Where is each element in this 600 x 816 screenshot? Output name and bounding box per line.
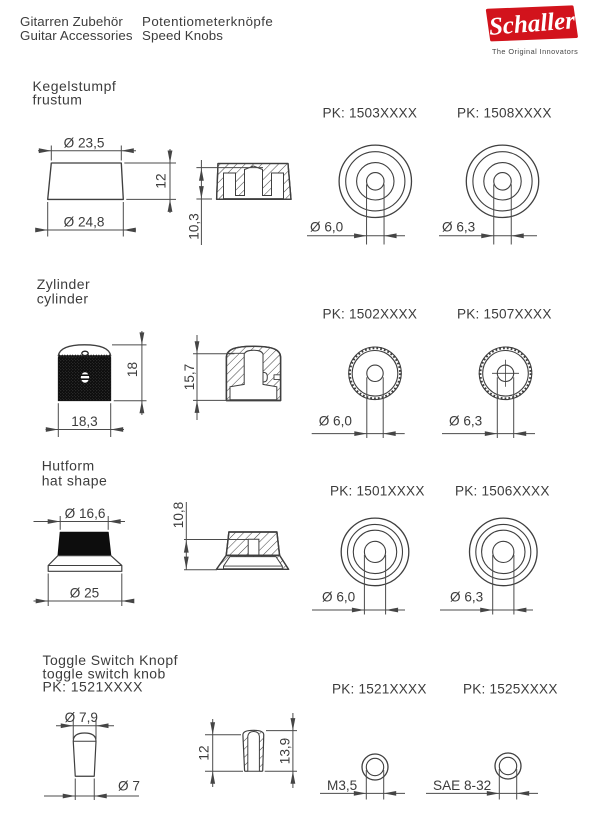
svg-text:Ø 24,8: Ø 24,8 [64,215,105,230]
svg-text:M3,5: M3,5 [327,778,357,793]
svg-text:Guitar Accessories: Guitar Accessories [20,28,133,43]
svg-text:PK: 1521XXXX: PK: 1521XXXX [43,679,144,695]
svg-text:PK: 1525XXXX: PK: 1525XXXX [463,682,558,697]
svg-text:Ø 23,5: Ø 23,5 [64,136,105,151]
svg-text:Ø 6,3: Ø 6,3 [450,590,483,605]
svg-text:Kegelstumpf: Kegelstumpf [33,78,117,94]
svg-text:toggle switch knob: toggle switch knob [43,666,166,682]
svg-text:Toggle Switch Knopf: Toggle Switch Knopf [43,652,178,668]
svg-text:Potentiometerknöpfe: Potentiometerknöpfe [142,14,273,29]
svg-text:12: 12 [154,173,169,188]
svg-text:Ø 6,3: Ø 6,3 [442,220,475,235]
svg-text:Zylinder: Zylinder [37,276,90,292]
svg-text:SAE 8-32: SAE 8-32 [433,778,491,793]
svg-text:PK: 1501XXXX: PK: 1501XXXX [330,484,425,499]
svg-text:frustum: frustum [33,92,83,108]
svg-text:PK: 1521XXXX: PK: 1521XXXX [332,682,427,697]
svg-text:PK: 1507XXXX: PK: 1507XXXX [457,307,552,322]
svg-text:Ø 16,6: Ø 16,6 [65,506,106,521]
svg-text:The Original Innovators: The Original Innovators [492,47,578,56]
svg-text:Ø 6,0: Ø 6,0 [322,590,356,605]
svg-text:10,8: 10,8 [171,502,186,528]
svg-text:Gitarren Zubehör: Gitarren Zubehör [20,14,123,29]
svg-text:13,9: 13,9 [278,738,293,764]
svg-text:Ø 7,9: Ø 7,9 [65,710,98,725]
svg-text:Ø 7: Ø 7 [118,779,140,794]
svg-text:Ø 25: Ø 25 [70,586,99,601]
svg-text:cylinder: cylinder [37,291,89,307]
svg-text:18: 18 [125,362,140,377]
svg-text:PK: 1506XXXX: PK: 1506XXXX [455,484,550,499]
svg-text:PK: 1508XXXX: PK: 1508XXXX [457,106,552,121]
svg-text:hat shape: hat shape [42,473,108,489]
svg-text:Hutform: Hutform [42,458,95,474]
svg-text:Speed Knobs: Speed Knobs [142,28,223,43]
svg-text:Ø 6,0: Ø 6,0 [310,220,344,235]
svg-text:12: 12 [197,745,212,760]
svg-text:15,7: 15,7 [182,364,197,390]
svg-text:10,3: 10,3 [187,213,202,239]
svg-text:18,3: 18,3 [71,414,97,429]
svg-text:Ø 6,3: Ø 6,3 [449,414,482,429]
svg-text:Ø 6,0: Ø 6,0 [319,414,353,429]
svg-text:PK: 1503XXXX: PK: 1503XXXX [323,106,418,121]
svg-text:PK: 1502XXXX: PK: 1502XXXX [323,307,418,322]
